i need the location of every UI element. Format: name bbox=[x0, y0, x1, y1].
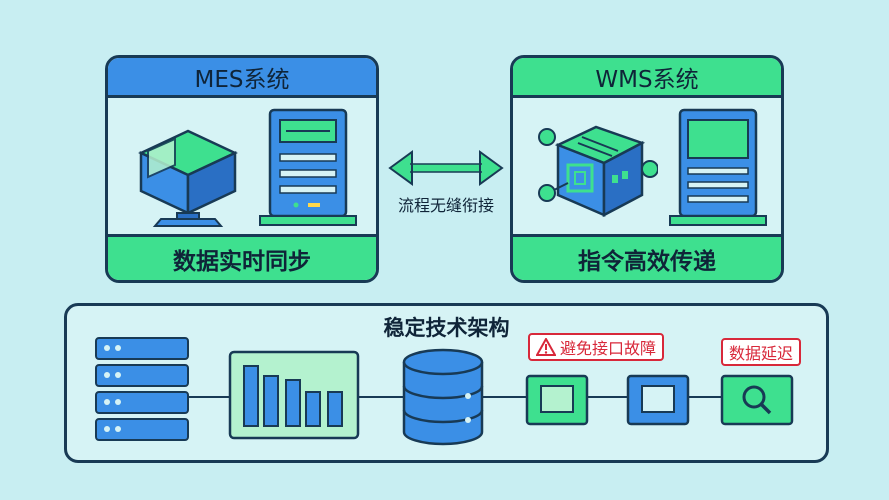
warning-text-latency: 数据延迟 bbox=[729, 344, 794, 363]
architecture-title: 稳定技术架构 bbox=[383, 316, 510, 340]
connector-label: 流程无缝衔接 bbox=[397, 196, 494, 215]
server-tower-icon bbox=[259, 108, 357, 226]
mes-panel-header: MES系统 bbox=[108, 58, 376, 98]
warning-label-latency: 数据延迟 bbox=[721, 338, 802, 366]
interface-module-icon bbox=[525, 374, 589, 426]
wms-panel-footer: 指令高效传递 bbox=[513, 234, 781, 280]
interface-module-icon bbox=[626, 374, 690, 426]
cube-monitor-icon bbox=[138, 129, 238, 227]
wms-panel: WMS系统 指令高效传递 bbox=[510, 55, 784, 283]
search-icon bbox=[720, 374, 794, 426]
network-cube-icon bbox=[538, 125, 658, 218]
bar-chart-icon bbox=[228, 350, 360, 440]
double-arrow-icon bbox=[388, 150, 504, 186]
warning-label-interface: 避免接口故障 bbox=[528, 333, 665, 361]
database-icon bbox=[402, 348, 484, 446]
mes-panel: MES系统 数据实时同步 bbox=[105, 55, 379, 283]
wms-panel-title: WMS系统 bbox=[595, 66, 699, 93]
server-rack-icon bbox=[95, 337, 189, 441]
wms-panel-header: WMS系统 bbox=[513, 58, 781, 98]
mes-panel-footer-label: 数据实时同步 bbox=[173, 248, 311, 275]
warning-text-interface: 避免接口故障 bbox=[560, 339, 657, 358]
wms-panel-footer-label: 指令高效传递 bbox=[578, 248, 716, 275]
mes-panel-footer: 数据实时同步 bbox=[108, 234, 376, 280]
warning-triangle-icon bbox=[536, 338, 556, 356]
mes-panel-title: MES系统 bbox=[194, 66, 290, 93]
document-tower-icon bbox=[669, 108, 767, 226]
